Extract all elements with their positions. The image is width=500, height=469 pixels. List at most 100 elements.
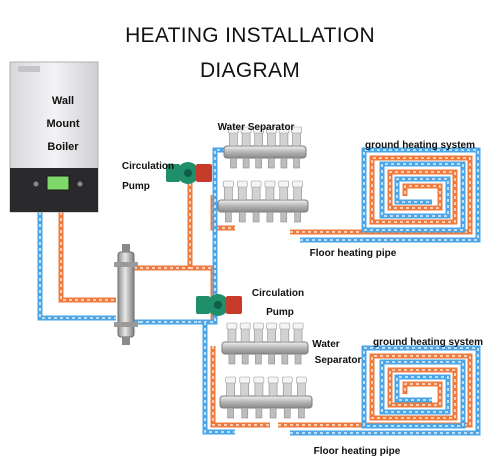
- manifold-outlet: [255, 157, 262, 169]
- manifold-valve-cap: [292, 180, 303, 188]
- manifold-bar: [221, 341, 309, 355]
- manifold-valve: [279, 131, 289, 147]
- pipe-dash: [290, 157, 471, 233]
- manifold-valve-cap: [226, 322, 238, 330]
- manifold-valve-cap: [278, 180, 290, 188]
- pipe-dash: [204, 322, 235, 433]
- floor-pipe-bottom-label: Floor heating pipe: [314, 446, 401, 457]
- diagram-title-line1: HEATING INSTALLATION: [125, 24, 375, 47]
- manifold-outlet: [280, 157, 288, 169]
- manifold-valve: [241, 131, 251, 147]
- ground-heating-bottom-label: ground heating system: [373, 337, 483, 348]
- manifold-valve: [293, 185, 302, 201]
- water-separator-bottom-label-line2: Separator: [315, 355, 362, 366]
- ground-heating-loop-top: [290, 147, 481, 243]
- pump-housing: [166, 164, 180, 182]
- manifold-outlet: [283, 407, 291, 419]
- manifold-outlet: [266, 211, 274, 223]
- manifold-bar: [217, 199, 309, 213]
- water-manifold-icon: [217, 180, 309, 223]
- manifold-outlet: [242, 157, 250, 169]
- manifold-valve: [254, 381, 264, 397]
- circulation-pump-icon: [196, 294, 242, 316]
- manifold-valve-cap: [292, 322, 304, 330]
- boiler-vent: [18, 66, 40, 72]
- pump-bottom-label-line2: Pump: [266, 307, 294, 318]
- hydraulic-separator-icon: [114, 244, 138, 345]
- manifold-valve-cap: [239, 322, 251, 330]
- manifold-valve: [267, 327, 276, 343]
- separator-valve-bottom: [122, 337, 130, 345]
- water-separator-bottom-label-line1: Water: [312, 339, 340, 350]
- pump-bottom-label-line1: Circulation: [252, 288, 304, 299]
- separator-flange-top: [114, 262, 138, 267]
- manifold-outlet: [268, 157, 275, 169]
- manifold-valve-cap: [266, 322, 277, 330]
- manifold-valve-cap: [296, 376, 307, 384]
- boiler-knob-left: [33, 181, 39, 187]
- ground-heating-top-label: ground heating system: [365, 140, 475, 151]
- manifold-valve: [279, 185, 289, 201]
- manifold-valve: [292, 131, 301, 147]
- manifold-valve-cap: [239, 376, 251, 384]
- pipe-dash: [125, 170, 191, 278]
- manifold-outlet: [230, 157, 237, 169]
- diagram-title-line2: DIAGRAM: [199, 59, 301, 82]
- manifold-outlet: [294, 353, 302, 365]
- ground-heating-loop-bottom: [278, 345, 481, 436]
- manifold-valve: [227, 327, 237, 343]
- manifold-outlet: [228, 353, 236, 365]
- manifold-outlet: [298, 407, 305, 419]
- manifold-valve: [251, 185, 261, 201]
- manifold-valve-cap: [253, 376, 265, 384]
- manifold-outlet: [225, 211, 232, 223]
- manifold-outlet: [269, 407, 277, 419]
- pipe-dash: [60, 212, 116, 301]
- pump-top-label-line2: Pump: [122, 181, 150, 192]
- pump-hub: [214, 301, 222, 309]
- circulation-pump-icon: [166, 162, 212, 184]
- boiler-label-line2: Mount: [47, 118, 80, 130]
- pump-hub: [184, 169, 192, 177]
- manifold-valve: [237, 185, 247, 201]
- manifold-outlet: [238, 211, 246, 223]
- water-separator-top-label: Water Separator: [218, 122, 295, 133]
- pipe-dash: [300, 149, 479, 241]
- manifold-outlet: [241, 353, 249, 365]
- pump-motor: [196, 164, 212, 182]
- manifold-valve-cap: [291, 126, 302, 134]
- manifold-valve-cap: [264, 180, 276, 188]
- manifold-valve: [240, 381, 250, 397]
- manifold-valve: [254, 327, 263, 343]
- manifold-valve: [226, 381, 235, 397]
- manifolds: [217, 126, 313, 419]
- manifold-bar: [223, 145, 307, 159]
- pipe-dash: [39, 212, 116, 319]
- boiler-label-line1: Wall: [52, 95, 74, 107]
- manifold-valve: [240, 327, 250, 343]
- boiler-label-line3: Boiler: [47, 141, 79, 153]
- manifold-valve-cap: [236, 180, 248, 188]
- manifold-outlet: [255, 353, 262, 365]
- pump-housing: [196, 296, 210, 314]
- separator-valve-top: [122, 244, 130, 252]
- manifold-bar: [219, 395, 313, 409]
- manifold-valve-cap: [223, 180, 234, 188]
- pipe-dash: [212, 346, 270, 426]
- manifold-outlet: [227, 407, 234, 419]
- manifold-valve: [293, 327, 303, 343]
- manifold-valve-cap: [253, 322, 264, 330]
- water-manifold-icon: [219, 376, 313, 419]
- manifold-outlet: [294, 211, 301, 223]
- water-manifold-icon: [223, 126, 307, 169]
- manifold-outlet: [281, 353, 289, 365]
- manifold-valve-cap: [278, 126, 290, 134]
- manifold-valve: [265, 185, 275, 201]
- manifold-valve: [268, 381, 278, 397]
- manifold-valve-cap: [281, 376, 293, 384]
- floor-pipe-top-label: Floor heating pipe: [310, 248, 397, 259]
- manifold-valve-cap: [240, 126, 252, 134]
- pump-motor: [226, 296, 242, 314]
- boiler-display: [46, 175, 70, 191]
